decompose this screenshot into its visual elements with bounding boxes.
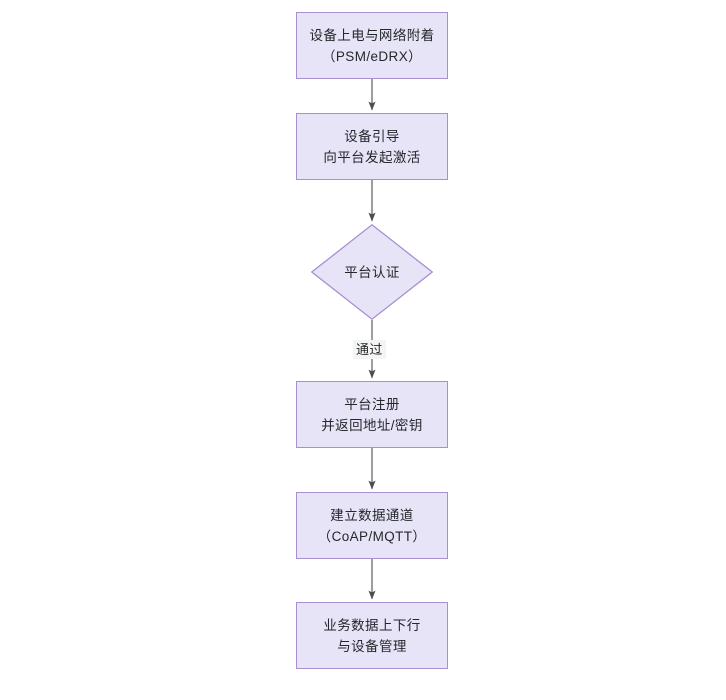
node-text-line: 与设备管理: [337, 638, 407, 654]
node-text-line: 业务数据上下行: [323, 617, 421, 633]
node-text-line: 建立数据通道: [330, 507, 414, 523]
node-text-line: 平台认证: [344, 264, 400, 280]
node-text-line: （PSM/eDRX）: [321, 48, 423, 64]
node-text-line: 设备引导: [344, 128, 400, 144]
node-text-line: 向平台发起激活: [323, 149, 421, 165]
diamond-shape-icon: [311, 224, 433, 320]
flow-node-device-bootstrap[interactable]: 设备引导 向平台发起激活: [296, 113, 448, 180]
flow-node-device-power-on[interactable]: 设备上电与网络附着 （PSM/eDRX）: [296, 12, 448, 79]
node-text-line: 并返回地址/密钥: [321, 417, 423, 433]
node-text-line: （CoAP/MQTT）: [317, 528, 427, 544]
edge-label-pass: 通过: [353, 340, 386, 359]
flow-node-platform-register[interactable]: 平台注册 并返回地址/密钥: [296, 381, 448, 448]
flow-node-establish-data-channel[interactable]: 建立数据通道 （CoAP/MQTT）: [296, 492, 448, 559]
flow-node-business-data-and-device-mgmt[interactable]: 业务数据上下行 与设备管理: [296, 602, 448, 669]
flow-node-platform-auth-decision[interactable]: 平台认证: [311, 224, 433, 320]
node-text-line: 平台注册: [344, 396, 400, 412]
node-text-line: 设备上电与网络附着: [309, 27, 435, 43]
